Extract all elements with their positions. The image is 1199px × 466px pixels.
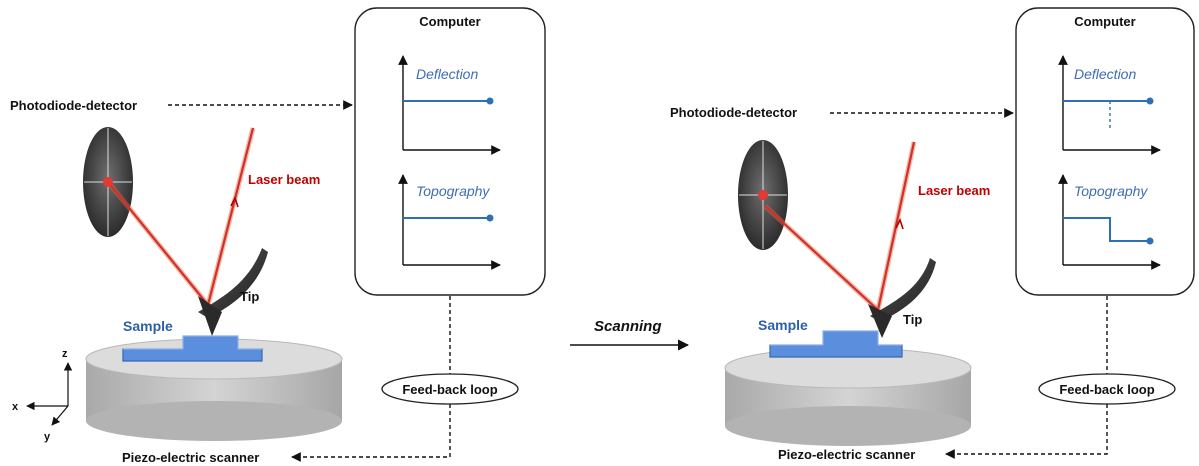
sample — [122, 335, 263, 362]
cantilever — [198, 248, 268, 336]
right-panel: Computer Deflection Topography Photodiod… — [670, 7, 1195, 462]
feedback-loop-label: Feed-back loop — [402, 382, 497, 397]
deflection-plot-2: Deflection — [1058, 55, 1161, 155]
piezo-scanner-2 — [724, 347, 972, 446]
deflection-plot: Deflection — [398, 55, 501, 155]
laser-beam-label-2: Laser beam — [918, 183, 990, 198]
axis-x-label: x — [12, 401, 19, 413]
computer-box-2: Computer Deflection Topography — [1015, 7, 1195, 296]
computer-label-2: Computer — [1074, 14, 1135, 29]
tip-label: Tip — [240, 289, 259, 304]
computer-box: Computer Deflection Topography — [354, 7, 546, 296]
xyz-axes: z x y — [12, 348, 73, 443]
laser-beam-label: Laser beam — [248, 172, 320, 187]
deflection-point-2 — [1146, 97, 1154, 105]
sample-2 — [769, 330, 903, 358]
piezo-scanner-label-2: Piezo-electric scanner — [778, 447, 915, 462]
topography-point-2 — [1146, 237, 1154, 245]
photodiode-label-2: Photodiode-detector — [670, 105, 797, 120]
photodiode-label: Photodiode-detector — [10, 98, 137, 113]
feedback-to-scanner-arrow-2 — [945, 404, 1108, 459]
cantilever-2 — [868, 258, 936, 338]
laser-beam-2 — [758, 141, 917, 312]
left-panel: Computer Deflection Topography Photodiod… — [10, 7, 546, 465]
deflection-label-2: Deflection — [1074, 66, 1136, 82]
tip-icon — [198, 296, 222, 336]
sample-label-2: Sample — [758, 317, 808, 333]
topography-line-2 — [1063, 217, 1150, 242]
topography-point — [486, 214, 494, 222]
sample-label: Sample — [123, 318, 173, 334]
deflection-point — [486, 97, 494, 105]
scanning-transition: Scanning — [570, 318, 690, 351]
topography-plot-2: Topography — [1058, 174, 1161, 270]
axis-y-label: y — [44, 431, 51, 443]
piezo-scanner-label: Piezo-electric scanner — [122, 450, 259, 465]
laser-beam — [103, 127, 256, 307]
computer-label: Computer — [419, 14, 480, 29]
scanning-label: Scanning — [594, 318, 662, 335]
tip-icon-2 — [868, 304, 892, 338]
topography-label: Topography — [416, 183, 490, 199]
topography-plot: Topography — [398, 174, 501, 270]
deflection-label: Deflection — [416, 66, 478, 82]
feedback-loop-label-2: Feed-back loop — [1059, 382, 1154, 397]
topography-label-2: Topography — [1074, 183, 1148, 199]
axis-z-label: z — [62, 348, 68, 360]
tip-label-2: Tip — [903, 312, 922, 327]
feedback-to-scanner-arrow — [291, 404, 451, 462]
